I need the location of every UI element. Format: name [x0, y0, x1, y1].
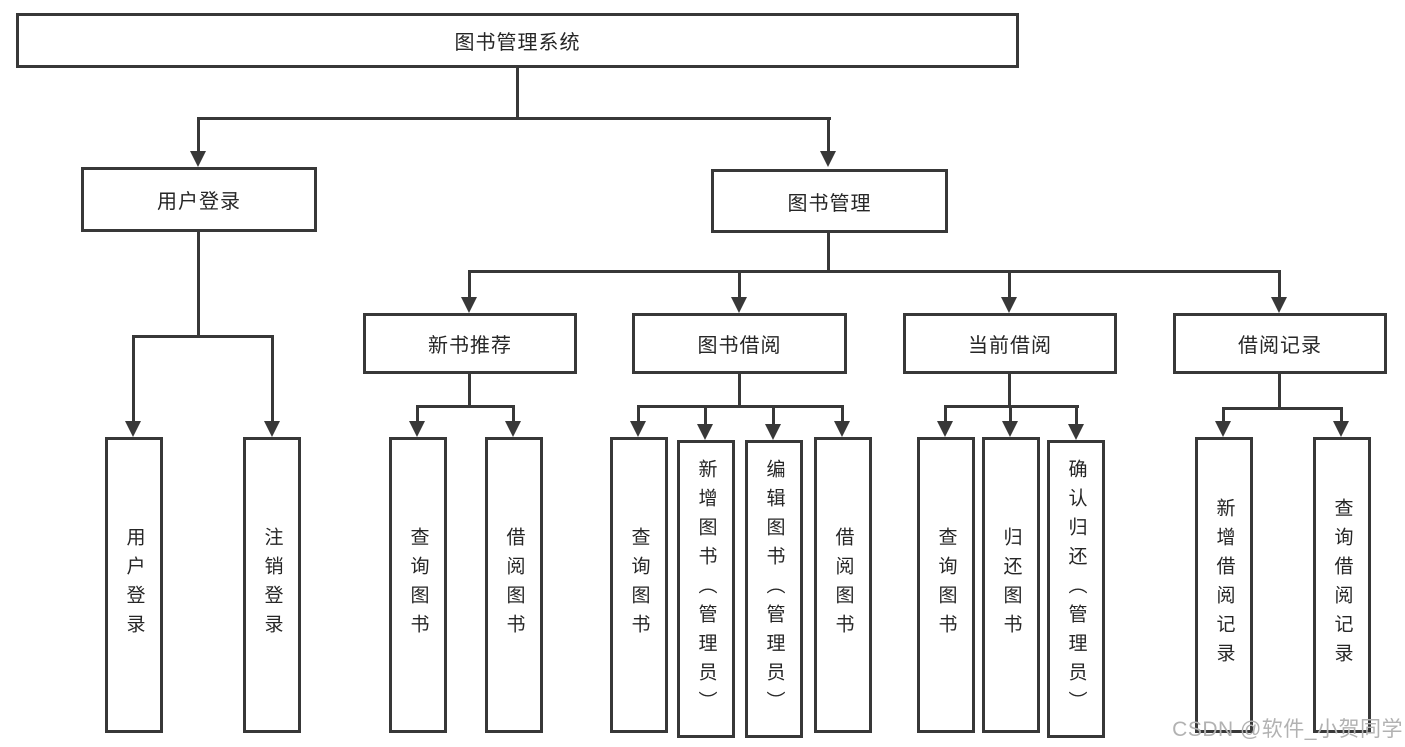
node-new-book-recommend: 新书推荐 — [363, 313, 577, 374]
leaf-add-borrow-record: 新增借阅记录 — [1195, 437, 1253, 733]
arrowhead — [409, 421, 425, 437]
node-label: 归还图书 — [1000, 527, 1022, 643]
node-label: 图书管理 — [787, 192, 872, 215]
line-segment — [1008, 270, 1011, 299]
line-segment — [197, 117, 200, 152]
node-label: 新书推荐 — [428, 335, 512, 357]
node-label: 用户登录 — [157, 191, 241, 213]
node-label: 借阅图书 — [503, 527, 525, 643]
arrowhead — [125, 421, 141, 437]
arrowhead — [937, 421, 953, 437]
line-segment — [841, 405, 844, 423]
line-segment — [944, 405, 947, 423]
line-segment — [132, 335, 135, 423]
arrowhead — [731, 297, 747, 313]
arrowhead — [461, 297, 477, 313]
line-segment — [1222, 407, 1343, 410]
leaf-query-book-borrow: 查询图书 — [610, 437, 668, 733]
arrowhead — [190, 151, 206, 167]
line-segment — [271, 335, 274, 423]
leaf-logout: 注销登录 — [243, 437, 301, 733]
line-segment — [468, 374, 471, 408]
arrowhead — [1001, 297, 1017, 313]
line-segment — [197, 117, 831, 120]
node-label: 新增借阅记录 — [1213, 498, 1235, 672]
node-current-borrow: 当前借阅 — [903, 313, 1117, 374]
leaf-edit-book-admin: 编辑图书（管理员） — [745, 440, 803, 738]
line-segment — [1340, 407, 1343, 423]
line-segment — [1222, 407, 1225, 423]
node-label: 确认归还（管理员） — [1065, 458, 1087, 720]
node-label: 查询图书 — [935, 527, 957, 643]
line-segment — [468, 270, 471, 299]
arrowhead — [1271, 297, 1287, 313]
node-library-management-system: 图书管理系统 — [16, 13, 1019, 68]
node-label: 查询图书 — [407, 527, 429, 643]
line-segment — [512, 405, 515, 423]
leaf-borrow-book: 借阅图书 — [814, 437, 872, 733]
leaf-query-borrow-record: 查询借阅记录 — [1313, 437, 1371, 733]
node-label: 查询图书 — [628, 527, 650, 643]
leaf-add-book-admin: 新增图书（管理员） — [677, 440, 735, 738]
node-borrow-record: 借阅记录 — [1173, 313, 1387, 374]
arrowhead — [505, 421, 521, 437]
node-label: 图书管理系统 — [454, 32, 581, 54]
node-label: 借阅记录 — [1238, 335, 1322, 357]
line-segment — [827, 117, 830, 152]
leaf-query-book-recommend: 查询图书 — [389, 437, 447, 733]
node-label: 新增图书（管理员） — [695, 458, 717, 720]
node-book-borrow: 图书借阅 — [632, 313, 847, 374]
line-segment — [738, 374, 741, 408]
line-segment — [827, 233, 830, 273]
leaf-borrow-book-recommend: 借阅图书 — [485, 437, 543, 733]
node-label: 借阅图书 — [832, 527, 854, 643]
arrowhead — [820, 151, 836, 167]
node-label: 注销登录 — [261, 527, 283, 643]
node-label: 用户登录 — [123, 527, 145, 643]
line-segment — [637, 405, 640, 423]
leaf-user-login: 用户登录 — [105, 437, 163, 733]
line-segment — [132, 335, 274, 338]
line-segment — [1075, 405, 1078, 426]
arrowhead — [1068, 424, 1084, 440]
arrowhead — [1215, 421, 1231, 437]
line-segment — [704, 405, 707, 426]
line-segment — [468, 270, 1281, 273]
line-segment — [738, 270, 741, 299]
node-label: 当前借阅 — [968, 335, 1052, 357]
arrowhead — [1333, 421, 1349, 437]
node-book-management: 图书管理 — [711, 169, 948, 233]
line-segment — [416, 405, 419, 423]
csdn-watermark: CSDN @软件_小贺同学 — [1172, 718, 1403, 741]
arrowhead — [1002, 421, 1018, 437]
node-label: 图书借阅 — [697, 335, 782, 357]
line-segment — [197, 232, 200, 338]
line-segment — [1009, 405, 1012, 423]
arrowhead — [264, 421, 280, 437]
leaf-confirm-return-admin: 确认归还（管理员） — [1047, 440, 1105, 738]
arrowhead — [834, 421, 850, 437]
line-segment — [416, 405, 515, 408]
arrowhead — [630, 421, 646, 437]
line-segment — [1278, 270, 1281, 299]
line-segment — [1278, 374, 1281, 410]
node-label: 编辑图书（管理员） — [763, 458, 785, 720]
node-label: 查询借阅记录 — [1331, 498, 1353, 672]
line-segment — [1008, 374, 1011, 408]
line-segment — [516, 68, 519, 120]
leaf-return-book: 归还图书 — [982, 437, 1040, 733]
arrowhead — [697, 424, 713, 440]
line-segment — [637, 405, 844, 408]
node-user-login-group: 用户登录 — [81, 167, 317, 232]
arrowhead — [765, 424, 781, 440]
leaf-query-book-current: 查询图书 — [917, 437, 975, 733]
line-segment — [772, 405, 775, 426]
